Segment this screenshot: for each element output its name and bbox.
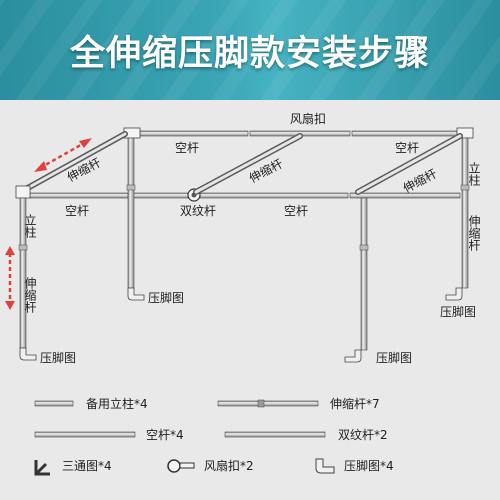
label-foot-1: 压脚图 — [148, 290, 184, 305]
label-column-top-right-1: 立柱 — [467, 161, 481, 187]
arrow-vert-head-a — [5, 246, 15, 255]
parts-legend: 备用立柱*4 伸缩杆*7 空杆*4 双纹杆*2 三通图*4 风扇扣*2 压脚图*… — [34, 396, 394, 476]
part-icon-double-thread — [224, 431, 326, 438]
foot-icon — [315, 458, 335, 474]
column-back-left — [127, 137, 135, 289]
arrow-diag-head-a — [34, 161, 47, 172]
mid-rod-right — [349, 192, 461, 199]
part-icon-telescopic-joint — [257, 399, 265, 408]
label-empty-rod-top-right: 空杆 — [395, 141, 419, 155]
frame-feet — [19, 287, 463, 363]
fan-buckle-icon-tab — [179, 462, 195, 469]
foot-front-middle — [344, 349, 362, 363]
part-icon-empty-rod — [34, 431, 136, 438]
label-column-left: 立柱 — [23, 213, 37, 239]
foot-back-left — [127, 287, 145, 301]
corner-joint-front-left — [15, 185, 31, 199]
label-empty-rod-mid-right: 空杆 — [284, 204, 308, 218]
tee-joint-icon — [34, 460, 50, 476]
frame-mid-rods — [29, 188, 461, 202]
part-label-telescopic: 伸缩杆*7 — [330, 396, 380, 411]
label-telescopic-right: 伸缩杆 — [467, 215, 481, 251]
part-label-foot: 压脚图*4 — [344, 458, 394, 473]
part-label-tee: 三通图*4 — [62, 459, 112, 473]
part-label-spare-column: 备用立柱*4 — [86, 396, 148, 411]
part-icon-spare-column — [34, 400, 74, 407]
top-rod-right — [351, 130, 458, 137]
banner-title: 全伸缩压脚款安装步骤 — [69, 33, 430, 74]
foot-back-right — [445, 287, 463, 301]
column-back-right — [461, 137, 469, 289]
diag-middle-hl — [194, 134, 302, 194]
label-empty-rod-mid-left: 空杆 — [65, 204, 89, 218]
mid-rod-center-right — [199, 192, 349, 199]
part-label-fan-buckle: 风扇扣*2 — [204, 458, 254, 473]
title-banner: 全伸缩压脚款安装步骤 — [0, 0, 500, 100]
mid-rod-left — [29, 192, 129, 199]
label-telescopic-3: 伸缩杆 — [400, 165, 439, 195]
label-empty-rod-top-left: 空杆 — [175, 141, 199, 155]
label-foot-3: 压脚图 — [40, 350, 76, 365]
frame-columns — [18, 137, 470, 351]
column-joint-4 — [460, 184, 470, 191]
column-front-middle — [360, 197, 368, 351]
part-icon-telescopic — [217, 400, 319, 407]
frame-diagonals — [15, 131, 463, 199]
label-foot-2: 压脚图 — [440, 304, 476, 319]
extend-arrows — [5, 138, 92, 310]
column-joint-2 — [126, 184, 136, 191]
arrow-diag-shaft — [39, 140, 87, 170]
fan-buckle-icon — [167, 459, 181, 473]
diag-right-hl — [356, 134, 462, 194]
label-fan-buckle: 风扇扣 — [290, 111, 326, 126]
label-foot-4: 压脚图 — [376, 350, 412, 365]
foot-front-left — [19, 347, 37, 361]
assembly-diagram: 风扇扣 空杆 空杆 伸缩杆 伸缩杆 伸缩杆 立柱 伸缩杆 空杆 双纹杆 空杆 立… — [5, 111, 481, 476]
arrow-diag-head-b — [79, 138, 92, 148]
arrow-vert-head-b — [5, 301, 15, 310]
part-label-empty-rod: 空杆*4 — [146, 428, 184, 442]
label-telescopic-left: 伸缩杆 — [23, 277, 37, 313]
mid-rod-center-left — [131, 192, 189, 199]
label-double-thread-rod: 双纹杆 — [180, 204, 216, 218]
part-label-double-thread: 双纹杆*2 — [338, 428, 388, 442]
diag-left-hl — [22, 132, 127, 192]
top-rod-left — [139, 130, 249, 137]
column-joint-3 — [359, 244, 369, 251]
column-joint-1 — [18, 244, 28, 251]
